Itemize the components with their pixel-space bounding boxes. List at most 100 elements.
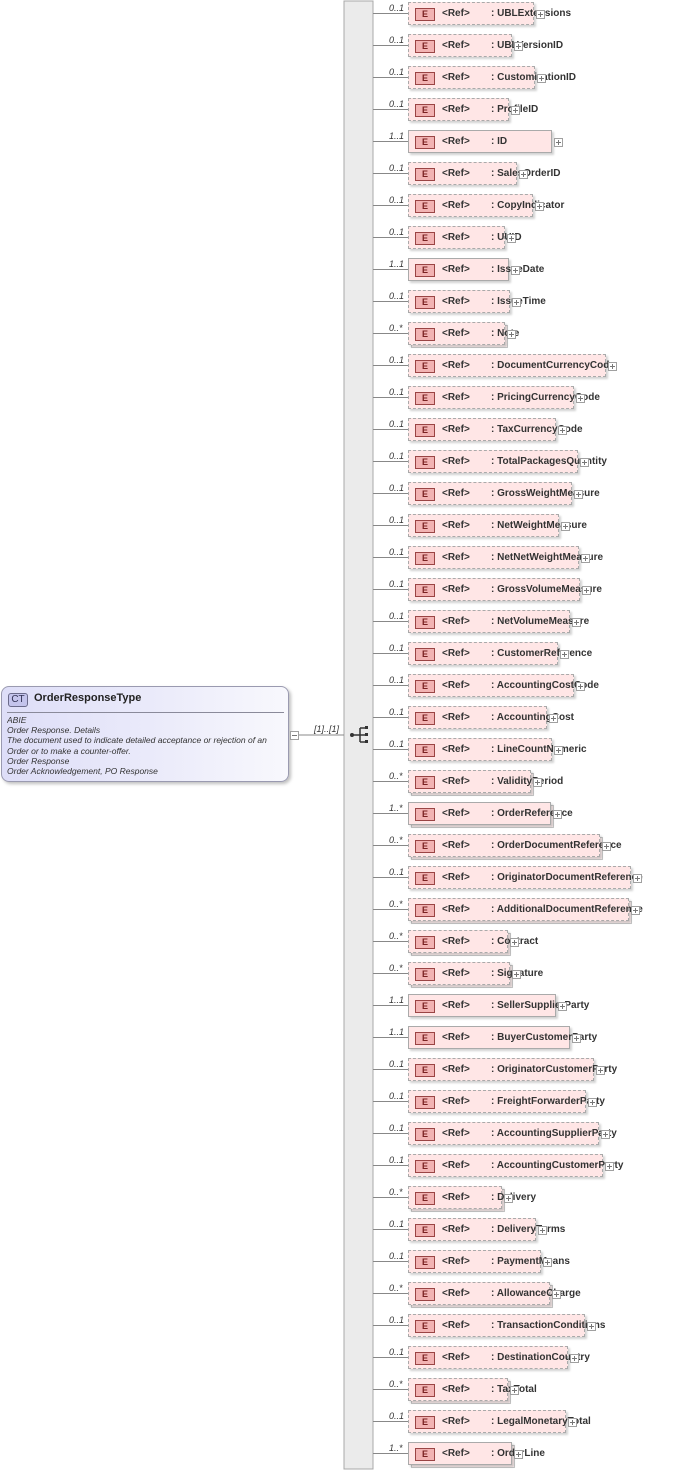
expand-icon[interactable] [581,553,590,563]
element-box[interactable]: E<Ref>: CopyIndicator [408,194,564,217]
element-box[interactable]: E<Ref>: NetWeightMeasure [408,514,587,537]
element-box[interactable]: E<Ref>: TaxTotal [408,1378,537,1404]
element-box[interactable]: E<Ref>: Note [408,322,519,348]
element-box[interactable]: E<Ref>: OrderReference [408,802,573,828]
expand-icon[interactable] [572,1033,581,1043]
expand-icon[interactable] [576,681,585,691]
expand-icon[interactable] [553,809,562,819]
expand-icon[interactable] [580,457,589,467]
expand-icon[interactable] [554,745,563,755]
element-box[interactable]: E<Ref>: SellerSupplierParty [408,994,589,1017]
element-box[interactable]: E<Ref>: UBLExtensions [408,2,571,25]
element-box[interactable]: E<Ref>: CustomerReference [408,642,592,665]
element-box[interactable]: E<Ref>: OriginatorCustomerParty [408,1058,617,1081]
element-box[interactable]: E<Ref>: SalesOrderID [408,162,560,185]
element-box[interactable]: E<Ref>: Delivery [408,1186,536,1212]
expand-icon[interactable] [582,585,591,595]
expand-icon[interactable] [587,1321,596,1331]
element-name: : PricingCurrencyCode [491,392,600,403]
element-box[interactable]: E<Ref>: GrossWeightMeasure [408,482,600,505]
element-box[interactable]: E<Ref>: AccountingCostCode [408,674,599,697]
element-cardinality: 0..* [389,963,403,973]
element-box[interactable]: E<Ref>: AccountingSupplierParty [408,1122,617,1145]
expand-icon[interactable] [511,265,520,275]
expand-icon[interactable] [572,617,581,627]
expand-icon[interactable] [507,233,516,243]
element-box[interactable]: E<Ref>: FreightForwarderParty [408,1090,605,1113]
element-box[interactable]: E<Ref>: Signature [408,962,543,988]
element-box[interactable]: E<Ref>: AllowanceCharge [408,1282,581,1308]
element-box[interactable]: E<Ref>: OrderLine [408,1442,545,1468]
expand-icon[interactable] [512,297,521,307]
element-box[interactable]: E<Ref>: AccountingCost [408,706,574,729]
element-box[interactable]: E<Ref>: IssueTime [408,290,546,313]
expand-icon[interactable] [507,329,516,339]
element-box[interactable]: E<Ref>: NetNetWeightMeasure [408,546,603,569]
expand-icon[interactable] [512,969,521,979]
expand-icon[interactable] [536,9,545,19]
element-box[interactable]: E<Ref>: AccountingCustomerParty [408,1154,623,1177]
expand-icon[interactable] [549,713,558,723]
element-box[interactable]: E<Ref>: GrossVolumeMeasure [408,578,602,601]
expand-icon[interactable] [519,169,528,179]
expand-icon[interactable] [570,1353,579,1363]
expand-icon[interactable] [631,905,640,915]
element-box[interactable]: E<Ref>: PaymentMeans [408,1250,570,1273]
expand-icon[interactable] [558,1001,567,1011]
element-box[interactable]: E<Ref>: BuyerCustomerParty [408,1026,597,1049]
expand-icon[interactable] [574,489,583,499]
expand-icon[interactable] [533,777,542,787]
expand-icon[interactable] [510,937,519,947]
expand-icon[interactable] [537,73,546,83]
expand-icon[interactable] [554,137,563,147]
element-box[interactable]: E<Ref>: ID [408,130,552,153]
element-name: : BuyerCustomerParty [491,1032,598,1043]
element-badge: E [415,264,435,277]
expand-icon[interactable] [511,105,520,115]
expand-icon[interactable] [605,1161,614,1171]
element-box[interactable]: E<Ref>: PricingCurrencyCode [408,386,600,409]
element-box[interactable]: E<Ref>: ProfileID [408,98,538,121]
element-box[interactable]: E<Ref>: TransactionConditions [408,1314,605,1337]
expand-icon[interactable] [608,361,617,371]
expand-icon[interactable] [633,873,642,883]
element-box[interactable]: E<Ref>: OriginatorDocumentReference [408,866,643,889]
expand-icon[interactable] [514,1449,523,1459]
expand-icon[interactable] [535,201,544,211]
expand-icon[interactable] [560,649,569,659]
element-box[interactable]: E<Ref>: NetVolumeMeasure [408,610,589,633]
element-box[interactable]: E<Ref>: AdditionalDocumentReference [408,898,643,924]
element-box[interactable]: E<Ref>: LegalMonetaryTotal [408,1410,591,1433]
element-box[interactable]: E<Ref>: OrderDocumentReference [408,834,622,860]
expand-icon[interactable] [558,425,567,435]
expand-icon[interactable] [504,1193,513,1203]
expand-icon[interactable] [538,1225,547,1235]
expand-icon[interactable] [514,41,523,51]
element-box[interactable]: E<Ref>: UUID [408,226,522,249]
complex-type-box[interactable]: CT OrderResponseType ABIE Order Response… [1,686,289,782]
element-box[interactable]: E<Ref>: ValidityPeriod [408,770,563,796]
element-box[interactable]: E<Ref>: DocumentCurrencyCode [408,354,615,377]
element-box[interactable]: E<Ref>: IssueDate [408,258,544,281]
element-box[interactable]: E<Ref>: TaxCurrencyCode [408,418,583,441]
element-badge: E [415,776,435,789]
element-box[interactable]: E<Ref>: DeliveryTerms [408,1218,565,1241]
element-box[interactable]: E<Ref>: DestinationCountry [408,1346,590,1369]
expand-icon[interactable] [552,1289,561,1299]
element-box[interactable]: E<Ref>: TotalPackagesQuantity [408,450,607,473]
expand-icon[interactable] [568,1417,577,1427]
expand-icon[interactable] [601,1129,610,1139]
expand-icon[interactable] [588,1097,597,1107]
expand-icon[interactable] [543,1257,552,1267]
expand-icon[interactable] [561,521,570,531]
doc-line: Order Acknowledgement, PO Response [7,766,158,777]
element-box[interactable]: E<Ref>: Contract [408,930,538,956]
collapse-icon[interactable] [290,731,299,740]
element-box[interactable]: E<Ref>: CustomizationID [408,66,576,89]
expand-icon[interactable] [596,1065,605,1075]
expand-icon[interactable] [576,393,585,403]
expand-icon[interactable] [602,841,611,851]
expand-icon[interactable] [510,1385,519,1395]
element-box[interactable]: E<Ref>: UBLVersionID [408,34,563,57]
element-box[interactable]: E<Ref>: LineCountNumeric [408,738,587,761]
